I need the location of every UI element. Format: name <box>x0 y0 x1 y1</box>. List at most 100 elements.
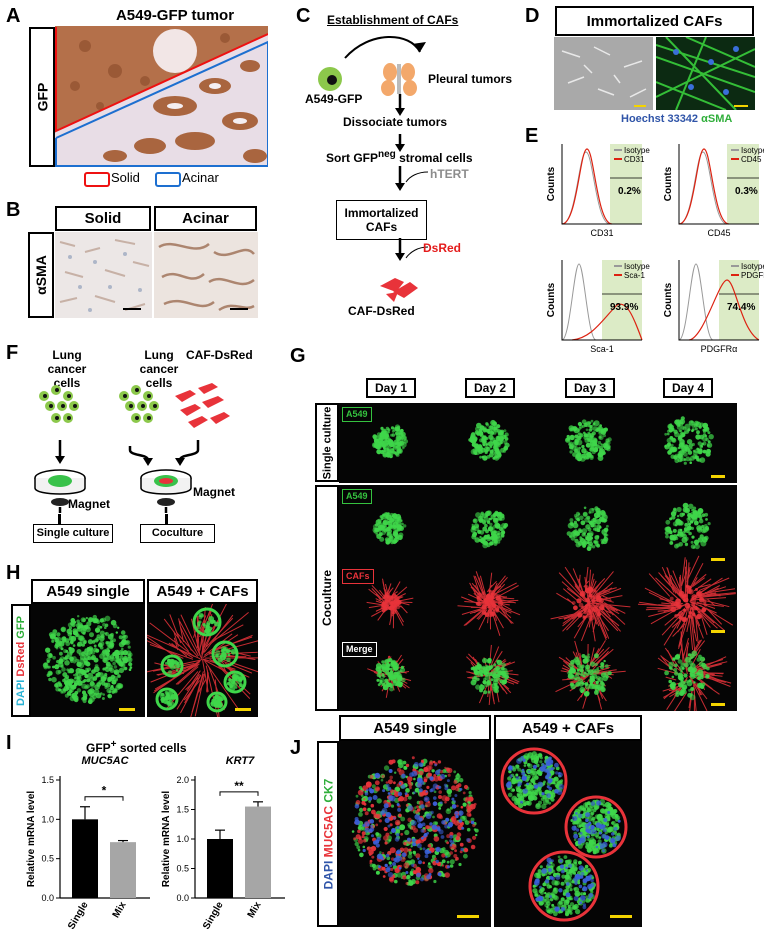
y-axis-label: Relative mRNA level <box>26 791 37 888</box>
significance-bracket <box>219 791 259 796</box>
panel-label-d: D <box>525 5 540 27</box>
y-tick-label: 1.5 <box>41 775 54 785</box>
panel-c-caf-dsred-label: CAF-DsRed <box>348 304 415 318</box>
y-axis-label: Counts <box>546 282 557 317</box>
panel-f-arrow-extensions <box>58 514 61 524</box>
bar-Mix <box>245 806 271 898</box>
panel-d-asma-label: αSMA <box>701 113 733 125</box>
panel-c-sort-sup: neg <box>378 149 396 160</box>
caf-organoid-5 <box>210 693 225 709</box>
x-tick-label: Mix <box>111 900 129 920</box>
y-tick-label: 0.5 <box>41 854 54 864</box>
caf-organoid-ring <box>223 670 247 694</box>
panel-h-dsred: DsRed <box>15 641 27 677</box>
panel-f-single-box: Single culture <box>33 524 113 543</box>
y-axis-label: Relative mRNA level <box>161 791 172 888</box>
chart-title: MUC5AC <box>81 755 129 767</box>
scale-bar <box>711 558 725 561</box>
caf-organoid-ring <box>155 687 179 711</box>
panel-j-dapi: DAPI <box>321 860 335 890</box>
legend-isotype: Isotype <box>741 146 764 155</box>
scale-bar <box>711 703 725 706</box>
panel-c-sort-pre: Sort GFP <box>326 151 379 165</box>
panel-j-side-box: DAPI MUC5AC CK7 <box>317 741 339 927</box>
panel-c-step-dissociate: Dissociate tumors <box>343 115 448 129</box>
panel-h-single-image <box>31 604 145 717</box>
y-tick-label: 1.0 <box>41 814 54 824</box>
y-tick-label: 1.5 <box>176 805 189 815</box>
j-caf-border <box>528 850 600 922</box>
spheroid-co-a549-day3 <box>566 506 609 551</box>
spheroid-co-a549-day2 <box>470 510 509 549</box>
panel-g-tag-a549-co: A549 <box>342 489 372 504</box>
x-axis-label: CD45 <box>707 228 730 238</box>
x-tick-label: Mix <box>246 900 264 920</box>
panel-g-day2: Day 2 <box>465 378 515 398</box>
scale-bar <box>457 915 479 918</box>
panel-label-f: F <box>6 342 19 364</box>
panel-e-flow-plots: IsotypeCD310.2%CD31CountsIsotypeCD450.3%… <box>546 144 764 354</box>
spheroid-co-caf-core-day2 <box>475 589 504 618</box>
panel-g-single-side: Single culture <box>315 403 339 482</box>
bar-Mix <box>110 842 136 898</box>
legend-marker: CD31 <box>624 155 645 164</box>
panel-f-magnet-label-2: Magnet <box>193 485 235 499</box>
significance-bracket <box>84 796 124 801</box>
isotype-curve <box>678 263 714 341</box>
flow-gate-region <box>719 260 759 340</box>
panel-d-hoechst-label: Hoechst 33342 <box>621 113 699 125</box>
spheroid-single-day1 <box>372 424 409 459</box>
x-tick-label: Single <box>201 900 226 932</box>
spheroid-merge-day3 <box>567 653 612 697</box>
panel-j-col2-header: A549 + CAFs <box>494 715 642 741</box>
panel-h-gfp: GFP <box>15 615 27 639</box>
panel-label-h: H <box>6 562 21 584</box>
spheroid-merge-day4 <box>664 650 710 701</box>
panel-f-coculture-box: Coculture <box>140 524 215 543</box>
j-organoid-dapi-2 <box>533 857 595 912</box>
spheroid-co-caf-core-day3 <box>571 585 605 621</box>
y-tick-label: 2.0 <box>176 775 189 785</box>
panel-i-title-pre: GFP <box>86 741 111 755</box>
legend-acinar-label: Acinar <box>182 170 219 185</box>
panel-label-b: B <box>6 199 21 221</box>
panel-a-side-label: GFP <box>34 82 50 112</box>
panel-a-title: A549-GFP tumor <box>115 7 235 24</box>
panel-d-title: Immortalized CAFs <box>555 6 754 36</box>
panel-b-acinar-image <box>154 232 258 318</box>
panel-j-ck7: CK7 <box>321 778 335 803</box>
marker-curve <box>688 279 760 341</box>
panel-g-tag-cafs: CAFs <box>342 569 374 584</box>
y-axis-label: Counts <box>663 282 674 317</box>
panel-h-side-label: DAPI DsRed GFP <box>15 616 27 706</box>
panel-c-htert-label: hTERT <box>430 167 469 181</box>
gate-percent: 0.3% <box>735 186 758 197</box>
legend-marker: PDGFRα <box>741 271 764 280</box>
gate-percent: 93.9% <box>610 302 638 313</box>
x-tick-label: Single <box>66 900 91 932</box>
y-axis-label: Counts <box>546 166 557 201</box>
caf-organoid-ring <box>192 607 222 637</box>
panel-label-c: C <box>296 5 311 27</box>
spheroid-single-day3 <box>565 419 612 462</box>
scale-bar <box>610 915 632 918</box>
x-axis-label: CD31 <box>590 228 613 238</box>
chart-title: KRT7 <box>226 755 255 767</box>
panel-j-side-label: DAPI MUC5AC CK7 <box>321 779 335 890</box>
panel-j-caf-image <box>494 741 642 927</box>
bar-Single <box>207 839 233 898</box>
spheroid-co-caf-core-day1 <box>380 591 402 615</box>
panel-c-flow-graphics <box>318 36 429 302</box>
panel-label-j: J <box>290 737 302 759</box>
isotype-curve <box>561 263 597 341</box>
panel-c-dsred-label: DsRed <box>423 241 462 255</box>
caf-organoid-ring <box>160 654 184 678</box>
panel-f-cancer-cells-1 <box>39 385 159 423</box>
panel-g-image-grid <box>339 403 737 711</box>
panel-i-title: GFP+ sorted cells <box>86 739 187 755</box>
